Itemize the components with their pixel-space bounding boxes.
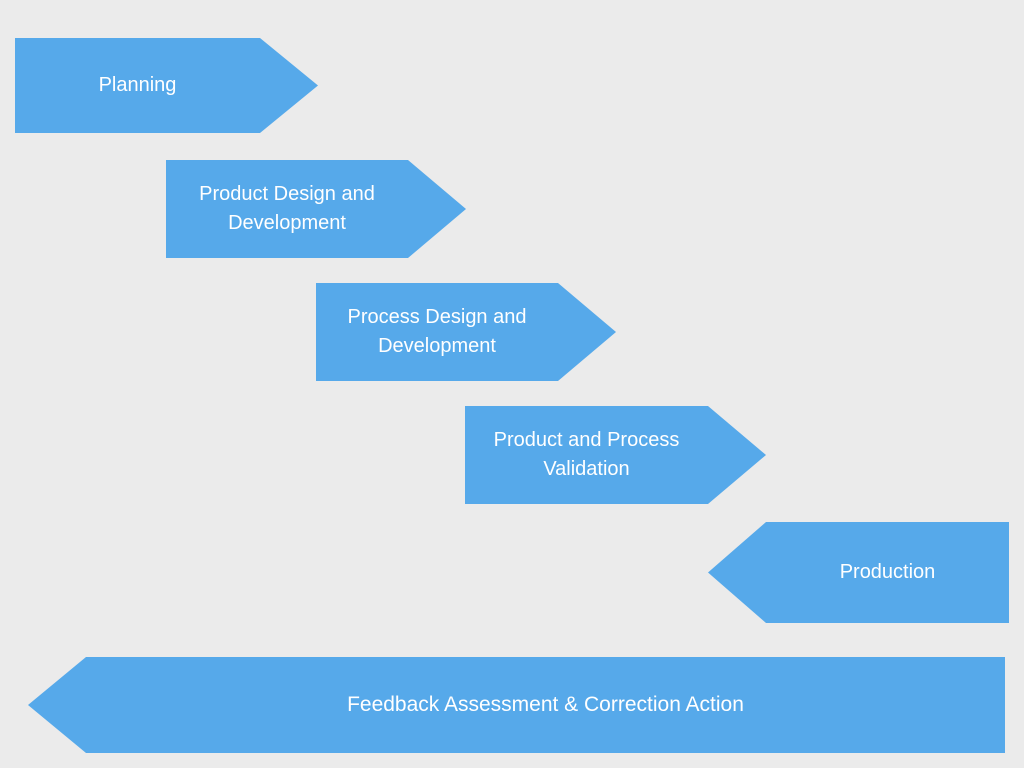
- step-arrow-product-and-process-validation: Product and Process Validation: [465, 406, 766, 504]
- step-label-process-design-and-development: Process Design and Development: [347, 306, 527, 357]
- step-arrow-planning: Planning: [15, 38, 318, 133]
- step-arrow-feedback-assessment-correction-action: Feedback Assessment & Correction Action: [28, 657, 1005, 753]
- step-arrow-product-design-and-development: Product Design and Development: [166, 160, 466, 258]
- step-label-product-and-process-validation: Product and Process Validation: [493, 429, 680, 480]
- step-label-feedback-assessment-correction-action: Feedback Assessment & Correction Action: [347, 692, 744, 716]
- step-label-production: Production: [839, 561, 936, 583]
- step-arrow-process-design-and-development: Process Design and Development: [316, 283, 616, 381]
- step-label-product-design-and-development: Product Design and Development: [199, 183, 375, 234]
- step-label-planning: Planning: [98, 74, 177, 96]
- step-arrow-production: Production: [708, 522, 1009, 623]
